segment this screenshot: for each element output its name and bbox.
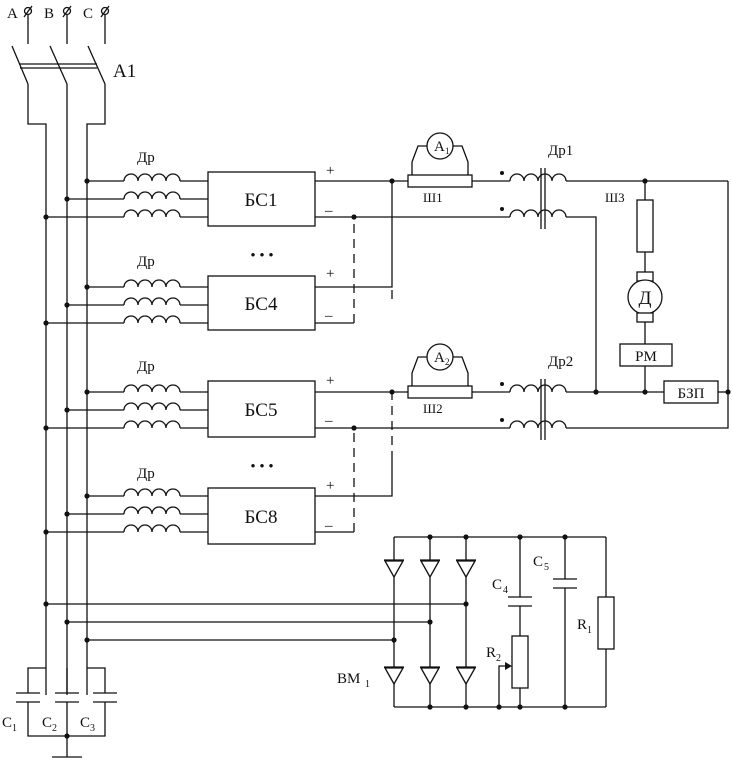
- phase-terminals: A B C: [7, 5, 110, 44]
- minus-8: –: [324, 518, 333, 534]
- r1-branch: R 1: [577, 537, 615, 707]
- plus-1: +: [326, 163, 334, 179]
- choke-label-1: Др: [137, 150, 155, 166]
- minus-1: –: [324, 203, 333, 219]
- block-bs5-label: БС5: [245, 400, 278, 421]
- c4-r2-branch: C 4 R 2: [486, 534, 532, 710]
- choke-dr2-label: Др2: [548, 354, 573, 370]
- svg-text:1: 1: [587, 625, 592, 636]
- svg-text:5: 5: [544, 562, 549, 573]
- svg-text:1: 1: [12, 723, 17, 734]
- shunt-1-label: Ш1: [423, 190, 443, 205]
- block-bs8: [207, 487, 316, 545]
- choke-label-4: Др: [137, 254, 155, 270]
- svg-text:2: 2: [445, 357, 450, 367]
- block-bs4-label: БС4: [245, 294, 278, 315]
- block-bs1-label: БС1: [245, 190, 278, 211]
- c4-label: C: [492, 577, 502, 593]
- svg-text:4: 4: [503, 585, 508, 596]
- c3-label: C: [80, 715, 90, 731]
- ammeter-1-label: A: [434, 139, 445, 155]
- shunt-3-label: Ш3: [605, 190, 625, 205]
- rm-box: [619, 343, 673, 367]
- shunt-2-label: Ш2: [423, 401, 443, 416]
- shunt-ammeter-1: A 1 Ш1: [407, 132, 510, 205]
- phase-b-label: B: [44, 6, 54, 22]
- minus-4: –: [324, 308, 333, 324]
- phase-a-label: A: [7, 6, 18, 22]
- svg-text:2: 2: [496, 653, 501, 664]
- bzp-label: БЗП: [678, 386, 705, 402]
- shunt-ammeter-2: A 2 Ш2: [407, 343, 510, 416]
- c5-label: C: [533, 554, 543, 570]
- row-bs1: Др БС1 + –: [43, 150, 510, 227]
- block-bs8-label: БС8: [245, 507, 278, 528]
- ammeter-2-label: A: [434, 350, 445, 366]
- motor-label: Д: [639, 288, 652, 309]
- row-bs8: Др БС8 + –: [43, 392, 393, 545]
- c1-label: C: [2, 715, 12, 731]
- choke-dr1-label: Др1: [548, 143, 573, 159]
- svg-text:1: 1: [365, 679, 370, 690]
- choke-dr1: Др1: [500, 143, 728, 392]
- c5-branch: C 5: [533, 534, 577, 710]
- breaker-label: A1: [113, 61, 136, 82]
- plus-4: +: [326, 266, 334, 282]
- minus-5: –: [324, 413, 333, 429]
- resistor-r1: [597, 596, 615, 650]
- bridge-vm1: BM 1: [337, 534, 606, 710]
- row-bs5: Др БС5 + –: [43, 359, 510, 438]
- svg-text:2: 2: [52, 723, 57, 734]
- shunt-3: [636, 199, 654, 253]
- bridge-feed-lines: [43, 601, 469, 643]
- choke-label-8: Др: [137, 466, 155, 482]
- ellipsis-bottom: • • •: [250, 459, 273, 475]
- r1-label: R: [577, 617, 587, 633]
- rm-label: РМ: [635, 349, 657, 365]
- block-bs1: [207, 171, 316, 227]
- r2-label: R: [486, 645, 496, 661]
- svg-text:3: 3: [90, 723, 95, 734]
- phase-c-label: C: [83, 6, 93, 22]
- motor-branch: Ш3 Д РМ БЗП: [605, 178, 728, 404]
- choke-dr2: Др2: [500, 181, 731, 440]
- ellipsis-top: • • •: [250, 248, 273, 264]
- plus-8: +: [326, 478, 334, 494]
- ground-capacitors: C 1 C 2 C 3: [2, 667, 117, 758]
- block-bs4: [207, 275, 316, 331]
- svg-text:1: 1: [445, 146, 450, 156]
- c2-label: C: [42, 715, 52, 731]
- breaker-a1: A1: [11, 45, 136, 85]
- choke-label-5: Др: [137, 359, 155, 375]
- plus-5: +: [326, 373, 334, 389]
- block-bs5: [207, 380, 316, 438]
- resistor-r2: [511, 635, 529, 689]
- bridge-label: BM: [337, 671, 360, 687]
- row-bs4: Др БС4 + –: [43, 181, 393, 331]
